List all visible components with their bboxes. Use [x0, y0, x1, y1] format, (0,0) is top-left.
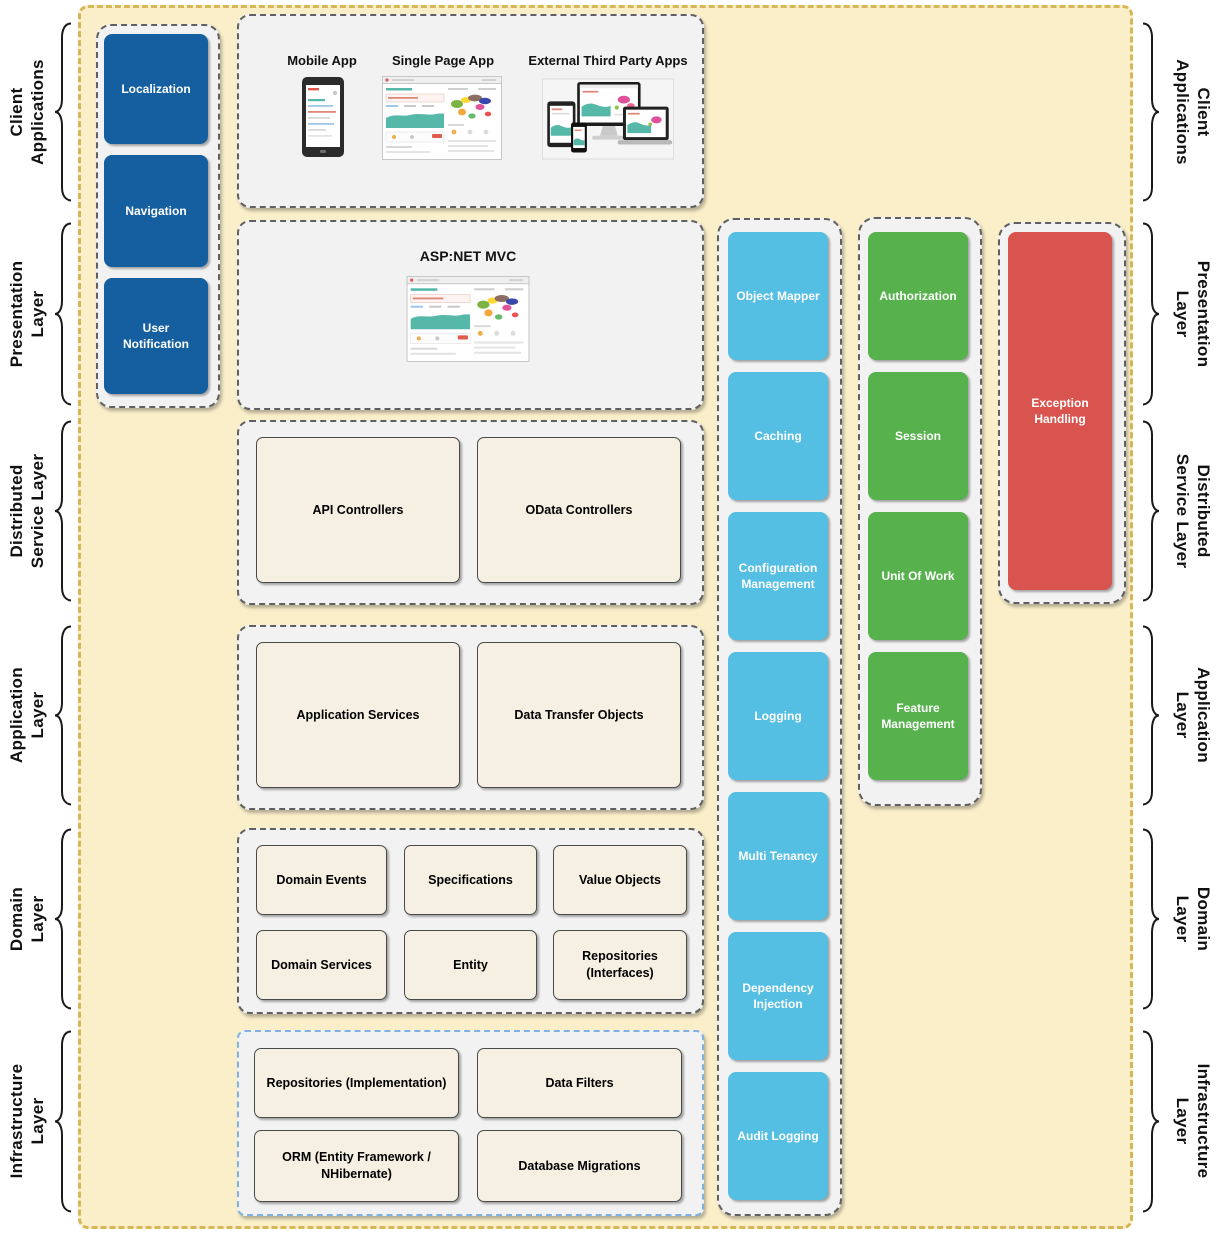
mobile-app-label: Mobile App: [287, 53, 357, 68]
node-repositories-interfaces: Repositories (Interfaces): [553, 930, 687, 1000]
layer-label-line: Application: [6, 667, 26, 763]
node-exception-handling: Exception Handling: [1008, 232, 1112, 590]
layer-label-line: Layer: [28, 290, 47, 338]
node-caching: Caching: [728, 372, 828, 500]
external-apps-label: External Third Party Apps: [528, 53, 688, 68]
node-logging: Logging: [728, 652, 828, 780]
layer-brace-right-presentation-layer: [1142, 222, 1160, 406]
layer-label-line: Distributed: [6, 464, 26, 558]
external-apps-image: [542, 74, 674, 164]
node-user-notification: User Notification: [104, 278, 208, 394]
node-api-controllers: API Controllers: [256, 437, 460, 583]
layer-label-line: Layer: [28, 895, 47, 943]
layer-label-line: Service Layer: [1173, 453, 1192, 569]
node-value-objects: Value Objects: [553, 845, 687, 915]
layer-label-line: Domain: [6, 886, 26, 952]
node-domain-events: Domain Events: [256, 845, 387, 915]
node-object-mapper: Object Mapper: [728, 232, 828, 360]
aspnet-mvc-image: [406, 276, 530, 362]
node-orm: ORM (Entity Framework / NHibernate): [254, 1130, 459, 1202]
layer-label-line: Layer: [1173, 1097, 1192, 1145]
layer-label-line: Service Layer: [28, 453, 47, 569]
layer-brace-right-distributed-service-layer: [1142, 420, 1160, 602]
layer-brace-left-domain-layer: [54, 828, 72, 1010]
layer-label-line: Layer: [1173, 895, 1192, 943]
layer-brace-left-application-layer: [54, 625, 72, 806]
node-multi-tenancy: Multi Tenancy: [728, 792, 828, 920]
node-domain-services: Domain Services: [256, 930, 387, 1000]
node-dependency-injection: Dependency Injection: [728, 932, 828, 1060]
node-data-transfer-objects: Data Transfer Objects: [477, 642, 681, 788]
single-page-app-image: [382, 76, 502, 160]
node-application-services: Application Services: [256, 642, 460, 788]
layer-label-line: Layer: [1173, 691, 1192, 739]
node-navigation: Navigation: [104, 155, 208, 267]
layer-label-line: Client: [6, 87, 26, 137]
layer-brace-right-infrastructure-layer: [1142, 1030, 1160, 1213]
node-data-filters: Data Filters: [477, 1048, 682, 1118]
layer-brace-left-client-applications: [54, 22, 72, 202]
layer-brace-left-infrastructure-layer: [54, 1030, 72, 1213]
node-database-migrations: Database Migrations: [477, 1130, 682, 1202]
layer-label-line: Layer: [28, 691, 47, 739]
layer-label-line: Application: [1194, 667, 1214, 763]
layer-brace-right-domain-layer: [1142, 828, 1160, 1010]
node-repositories-implementation: Repositories (Implementation): [254, 1048, 459, 1118]
layer-label-line: Presentation: [6, 260, 26, 368]
node-odata-controllers: OData Controllers: [477, 437, 681, 583]
aspnet-mvc-label: ASP:NET MVC: [419, 248, 517, 264]
node-entity: Entity: [404, 930, 537, 1000]
layer-brace-left-distributed-service-layer: [54, 420, 72, 602]
layer-label-line: Infrastructure: [1194, 1063, 1214, 1179]
node-specifications: Specifications: [404, 845, 537, 915]
layer-brace-right-application-layer: [1142, 625, 1160, 806]
layer-label-line: Presentation: [1194, 260, 1214, 368]
layer-brace-left-presentation-layer: [54, 222, 72, 406]
layer-label-line: Applications: [28, 59, 47, 165]
node-localization: Localization: [104, 34, 208, 144]
node-authorization: Authorization: [868, 232, 968, 360]
layer-label-line: Infrastructure: [6, 1063, 26, 1179]
node-audit-logging: Audit Logging: [728, 1072, 828, 1200]
node-feature-management: Feature Management: [868, 652, 968, 780]
node-unit-of-work: Unit Of Work: [868, 512, 968, 640]
layer-brace-right-client-applications: [1142, 22, 1160, 202]
layer-label-line: Applications: [1173, 59, 1192, 165]
layer-label-line: Layer: [28, 1097, 47, 1145]
single-page-app-label: Single Page App: [391, 53, 495, 68]
layer-label-line: Layer: [1173, 290, 1192, 338]
node-configuration-management: Configuration Management: [728, 512, 828, 640]
mobile-app-image: [301, 76, 345, 158]
layer-label-line: Distributed: [1194, 464, 1214, 558]
layer-label-line: Client: [1194, 87, 1214, 137]
layer-label-line: Domain: [1194, 886, 1214, 952]
node-session: Session: [868, 372, 968, 500]
